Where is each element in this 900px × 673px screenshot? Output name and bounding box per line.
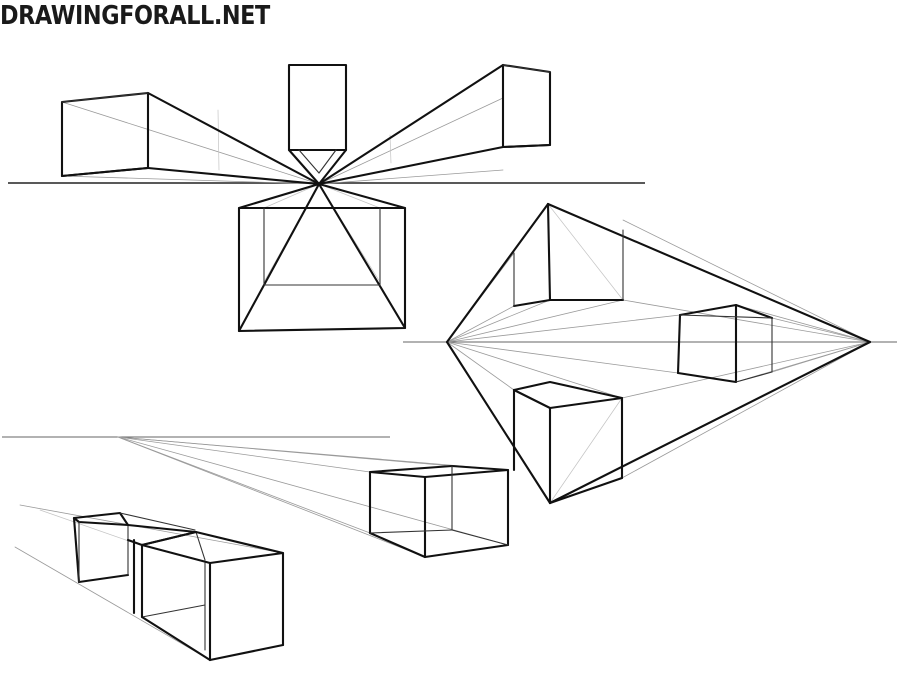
box-above-vanishing-point bbox=[287, 63, 348, 186]
box-above-horizon-right bbox=[445, 202, 872, 344]
construction-lines-bottom bbox=[14, 436, 509, 661]
site-watermark: DRAWINGFORALL.NET bbox=[0, 1, 270, 31]
box-right-of-vanishing-point bbox=[317, 63, 552, 186]
construction-lines-top bbox=[61, 97, 504, 283]
construction-lines-right bbox=[446, 203, 871, 504]
box-floating-center bbox=[368, 464, 510, 559]
two-point-perspective-group bbox=[403, 202, 897, 505]
box-on-horizon-right bbox=[676, 303, 774, 384]
one-point-perspective-group bbox=[8, 63, 645, 333]
box-below-horizon-right bbox=[445, 340, 872, 505]
box-back-bottom-left bbox=[72, 511, 196, 584]
box-front-bottom-left bbox=[140, 530, 285, 662]
box-below-vanishing-point bbox=[237, 182, 407, 333]
box-left-of-vanishing-point bbox=[60, 91, 321, 186]
low-angle-perspective-group bbox=[2, 436, 510, 662]
